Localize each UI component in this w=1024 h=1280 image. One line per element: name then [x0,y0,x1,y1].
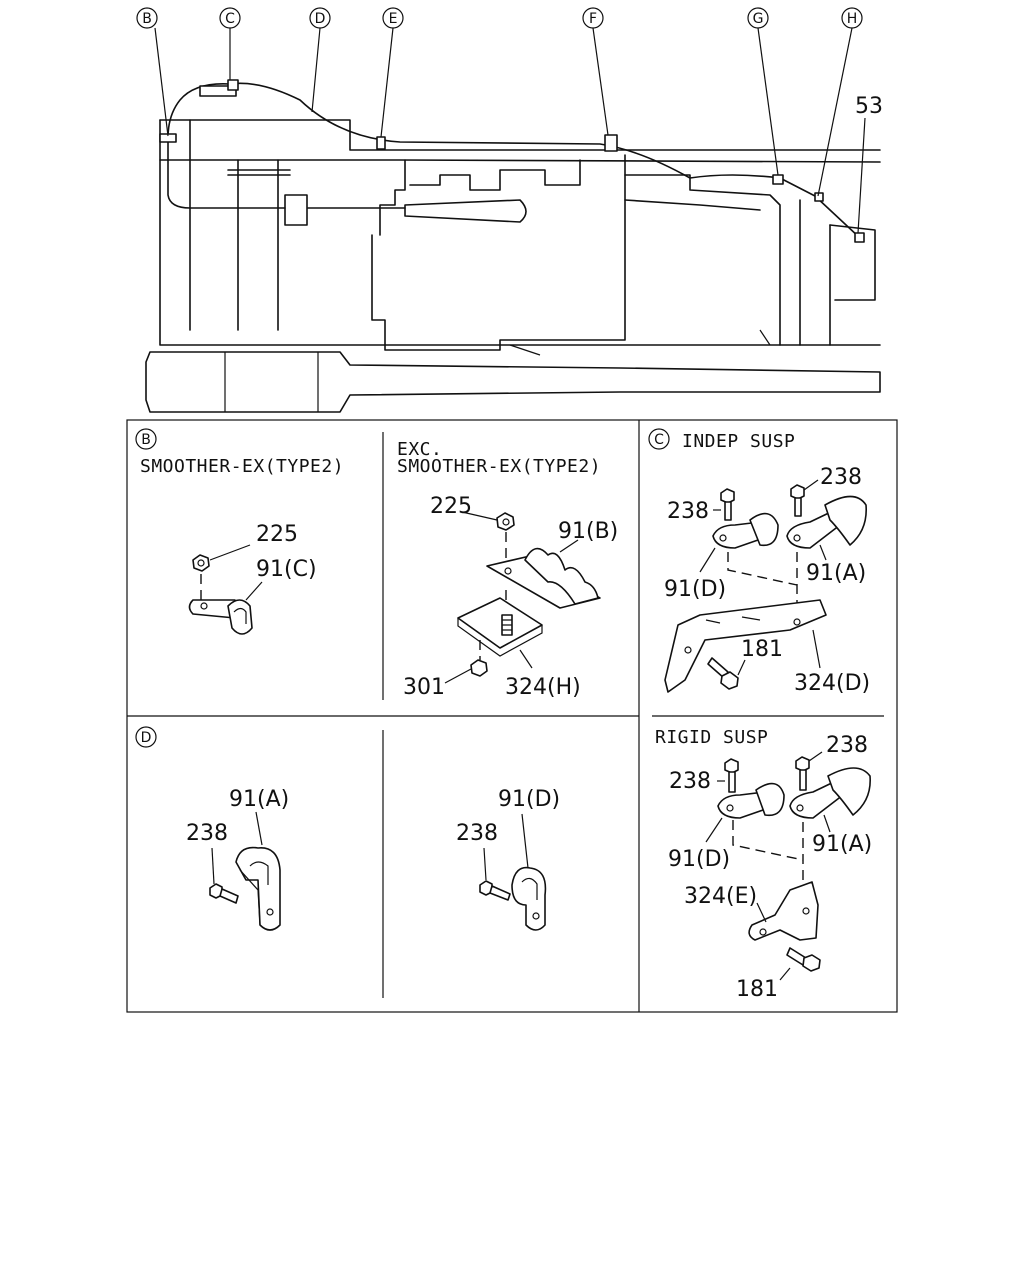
panel-d: D 91(A) 238 91(D) 238 [135,726,560,931]
callout-b: B [136,7,158,29]
bolt-181-c-bottom [786,947,821,972]
label-91d-c-bottom: 91(D) [668,847,730,872]
panel-c: C INDEP SUSP 238 238 91(D) 91(A) [648,428,872,1002]
panel-c-top-title: INDEP SUSP [682,431,795,452]
nut-301 [470,659,488,677]
callout-h-letter: H [847,11,858,27]
panel-d-key: D [141,730,152,746]
clip-91a-c-bottom [789,767,871,819]
clip-91d-c-top [712,512,779,549]
label-238-d-right: 238 [456,821,498,846]
callout-e-letter: E [389,11,398,27]
bolt-238-c-br [795,756,810,791]
bracket-324e [748,881,819,941]
callout-d-letter: D [315,11,326,27]
bolt-238-d-right [479,880,511,901]
chassis-assembly-view [145,79,881,413]
part-label-53: 53 [855,94,883,119]
panel-b: B SMOOTHER-EX(TYPE2) 225 91(C) EXC. SMOO… [135,428,618,700]
label-238-c-bottom-right: 238 [826,733,868,758]
label-91d-d: 91(D) [498,787,560,812]
bracket-324d [664,599,827,693]
detail-panels-frame [126,419,898,1013]
bracket-324h [457,597,543,657]
panel-b-right-title-1: EXC. [397,439,442,460]
nut-225-right [496,512,515,531]
clip-91c [188,599,253,635]
callout-f: F [582,7,604,29]
callout-h: H [841,7,863,29]
callout-leaders [154,27,866,234]
label-238-c-top-right: 238 [820,465,862,490]
panel-b-left-title: SMOOTHER-EX(TYPE2) [140,456,344,477]
callout-g: G [747,7,769,29]
label-225-right: 225 [430,494,472,519]
label-91a-c-bottom: 91(A) [812,832,872,857]
label-181-c-top: 181 [741,637,783,662]
panel-b-right-title-2: SMOOTHER-EX(TYPE2) [397,456,601,477]
callout-c-letter: C [225,11,235,27]
panel-b-key: B [141,432,151,448]
label-324d: 324(D) [794,671,870,696]
label-324h: 324(H) [505,675,581,700]
label-301: 301 [403,675,445,700]
callout-b-letter: B [142,11,152,27]
panel-c-bottom-title: RIGID SUSP [655,727,768,748]
callout-g-letter: G [753,11,764,27]
label-91a-c-top: 91(A) [806,561,866,586]
label-225-left: 225 [256,522,298,547]
clip-91a-d [235,846,281,931]
label-181-c-bottom: 181 [736,977,778,1002]
callout-f-letter: F [589,11,597,27]
callout-c: C [219,7,241,29]
label-238-c-top-left: 238 [667,499,709,524]
nut-225-left [192,554,210,572]
label-91a-d: 91(A) [229,787,289,812]
clip-91d-c-bottom [717,782,785,819]
label-324e: 324(E) [684,884,757,909]
bolt-238-c-left [720,488,735,521]
clip-91b [486,547,601,609]
bolt-238-c-right [790,484,805,517]
label-91b: 91(B) [558,519,618,544]
panel-c-key: C [654,432,664,448]
bolt-238-c-bl [724,758,739,793]
bolt-238-d-left [209,883,239,904]
label-238-c-bottom-left: 238 [669,769,711,794]
callout-e: E [382,7,404,29]
clip-91a-c-top [786,495,867,549]
callout-d: D [309,7,331,29]
clip-91d-d [511,866,547,931]
label-91d-c-top: 91(D) [664,577,726,602]
bolt-181-c [707,657,739,690]
label-238-d-left: 238 [186,821,228,846]
label-91c: 91(C) [256,557,317,582]
